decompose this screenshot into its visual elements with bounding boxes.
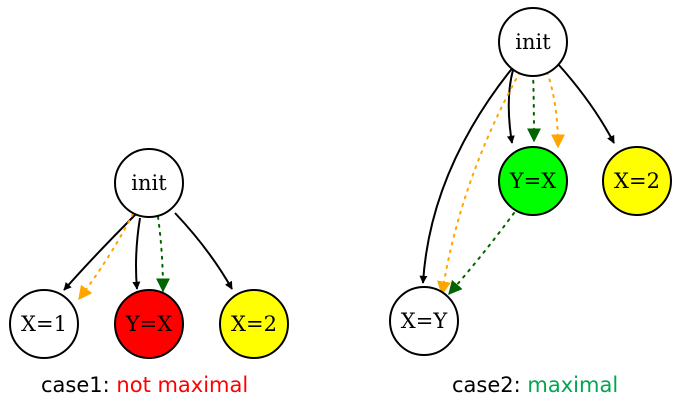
edge-init-to-xy xyxy=(419,65,515,284)
case2-caption-status: maximal xyxy=(527,373,619,397)
dotted-edge-init-to-yx xyxy=(155,216,170,293)
node-init-label: init xyxy=(131,171,167,195)
edge-init-to-yx xyxy=(132,217,141,290)
node-x2-label: X=2 xyxy=(614,169,660,193)
dotted-edge-init-to-x2 xyxy=(546,71,565,149)
node-x1: X=1 xyxy=(9,289,79,359)
edge-init-to-yx xyxy=(506,69,515,144)
edge-init-to-x1 xyxy=(63,213,137,291)
case1-graph: init X=1 Y=X X=2 xyxy=(9,148,289,359)
case1-caption-prefix: case1: xyxy=(41,373,110,397)
dotted-edge-init-to-x1 xyxy=(78,213,134,301)
case2-caption-prefix: case2: xyxy=(452,373,521,397)
edge-init-to-x2 xyxy=(557,63,615,144)
dotted-edge-init-to-xy-orange xyxy=(437,71,521,296)
node-yx-green: Y=X xyxy=(498,146,568,216)
node-x2-label: X=2 xyxy=(231,312,277,336)
dotted-edge-yx-to-xy-green xyxy=(448,212,515,296)
case1-caption-status: not maximal xyxy=(116,373,249,397)
case2-caption: case2: maximal xyxy=(452,373,618,397)
dotted-edge-init-to-yx xyxy=(526,72,541,143)
node-x1-label: X=1 xyxy=(21,312,67,336)
node-init-label: init xyxy=(515,30,551,54)
node-xy-label: X=Y xyxy=(401,309,449,333)
edge-init-to-x2 xyxy=(174,212,233,290)
node-init: init xyxy=(498,7,568,77)
node-x2: X=2 xyxy=(219,289,289,359)
case1-caption: case1: not maximal xyxy=(41,373,248,397)
node-yx-red: Y=X xyxy=(114,289,184,359)
node-init: init xyxy=(114,148,184,218)
case2-graph: init Y=X X=2 X=Y xyxy=(389,7,672,356)
node-yx-label: Y=X xyxy=(125,312,172,336)
node-x2: X=2 xyxy=(602,146,672,216)
node-yx-label: Y=X xyxy=(509,169,556,193)
node-xy: X=Y xyxy=(389,286,459,356)
